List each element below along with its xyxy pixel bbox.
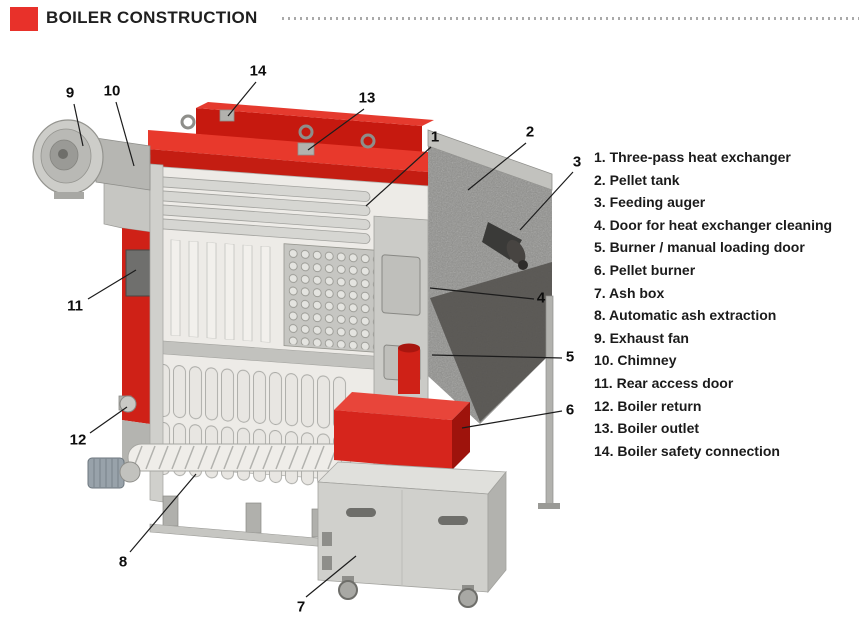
legend-item: 2. Pellet tank xyxy=(594,171,680,188)
grate-rollers xyxy=(156,362,348,433)
lifting-lug xyxy=(180,114,196,130)
legend-item: 10. Chimney xyxy=(594,352,677,369)
legend-item: 4. Door for heat exchanger cleaning xyxy=(594,216,833,233)
boiler-base xyxy=(149,495,341,549)
pellet-tank xyxy=(427,129,560,509)
callout-14: 14 xyxy=(249,62,267,80)
safety-connection-stub xyxy=(219,109,235,122)
callout-1: 1 xyxy=(430,128,440,146)
feeding-auger xyxy=(482,222,528,270)
header-accent-block xyxy=(10,7,38,31)
callout-10: 10 xyxy=(103,82,121,100)
leader-lines xyxy=(73,81,574,598)
heat-exchanger-cleaning-door xyxy=(381,254,421,316)
legend-item: 3. Feeding auger xyxy=(594,194,706,211)
legend-item: 9. Exhaust fan xyxy=(594,329,689,346)
boiler-outlet-stub xyxy=(297,142,315,156)
legend-item: 5. Burner / manual loading door xyxy=(594,239,805,256)
burner-inlet xyxy=(398,348,420,394)
lifting-lug xyxy=(360,133,376,149)
callout-8: 8 xyxy=(118,553,128,571)
legend-item: 7. Ash box xyxy=(594,284,665,301)
callout-5: 5 xyxy=(565,348,575,366)
legend-item: 1. Three-pass heat exchanger xyxy=(594,149,791,165)
legend-item: 12. Boiler return xyxy=(594,397,702,414)
ash-box-handle xyxy=(346,508,376,517)
callout-2: 2 xyxy=(525,123,535,141)
callout-13: 13 xyxy=(358,89,376,107)
ash-box-handle xyxy=(438,516,468,525)
callout-6: 6 xyxy=(565,401,575,419)
page-title: BOILER CONSTRUCTION xyxy=(46,8,258,27)
exhaust-fan xyxy=(32,119,151,199)
ash-box-latch xyxy=(322,556,332,570)
callout-12: 12 xyxy=(69,431,87,449)
boiler-return-flange xyxy=(119,395,137,413)
parts-legend: 1. Three-pass heat exchanger 2. Pellet t… xyxy=(594,146,864,462)
callout-4: 4 xyxy=(536,289,546,307)
caster-wheel xyxy=(458,588,478,608)
ash-box-latch xyxy=(322,532,332,546)
legend-item: 8. Automatic ash extraction xyxy=(594,307,777,324)
boiler-left-side xyxy=(118,228,153,468)
pellet-burner xyxy=(334,343,470,470)
ash-extraction-auger xyxy=(87,443,352,489)
legend-item: 6. Pellet burner xyxy=(594,261,696,278)
callout-7: 7 xyxy=(296,598,306,616)
legend-item: 11. Rear access door xyxy=(594,374,734,391)
callout-9: 9 xyxy=(65,84,75,102)
ash-box xyxy=(317,461,507,608)
caster-wheel xyxy=(338,580,358,600)
rear-access-door xyxy=(125,249,153,297)
lifting-lug xyxy=(298,124,314,140)
legend-item: 14. Boiler safety connection xyxy=(594,442,780,459)
legend-item: 13. Boiler outlet xyxy=(594,420,700,437)
header-dotted-rule xyxy=(282,17,859,20)
callout-3: 3 xyxy=(572,153,582,171)
callout-11: 11 xyxy=(67,297,83,315)
